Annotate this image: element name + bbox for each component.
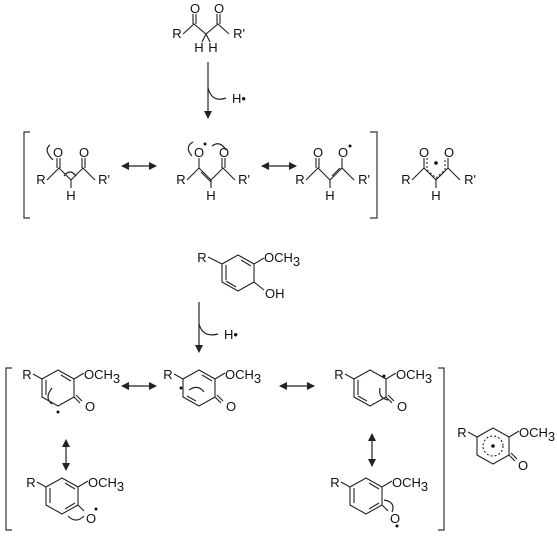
hydroxyl-label: OH: [265, 286, 285, 301]
h-abstraction-arrow: H•: [195, 302, 238, 353]
phenoxy-resonance-5: R OCH3 O: [330, 475, 428, 528]
oxygen-label: O: [397, 399, 407, 414]
oxygen-label: O: [85, 399, 95, 414]
methoxy-label: OCH3: [519, 425, 555, 444]
diketone-resonance-1: O O R R' H: [36, 144, 110, 203]
hydrogen-label: H: [206, 188, 215, 203]
left-bracket: [5, 367, 12, 531]
hydrogen-label: H: [66, 188, 75, 203]
phenoxy-resonance-hybrid: R OCH3 O: [457, 425, 555, 473]
oxygen-label: O: [194, 145, 204, 160]
methoxy-label: OCH3: [225, 367, 261, 386]
oxygen-label: O: [444, 145, 454, 160]
r-group-label: R: [457, 425, 466, 440]
hydrogen-label: H: [208, 40, 217, 55]
oxygen-label: O: [219, 145, 229, 160]
oxygen-label: O: [53, 145, 63, 160]
hydrogen-label: H: [325, 188, 334, 203]
oxygen-label: O: [313, 145, 323, 160]
h-radical-label: H•: [224, 327, 238, 342]
diketone-molecule: O O R R' H H: [172, 1, 245, 55]
r-prime-group-label: R': [464, 172, 476, 187]
r-prime-group-label: R': [233, 26, 245, 41]
right-bracket: [438, 367, 445, 531]
oxygen-label: O: [419, 145, 429, 160]
oxygen-label: O: [390, 511, 400, 526]
phenoxy-resonance-2: R OCH3 O: [163, 367, 261, 414]
diketone-resonance-2: O O R R' H: [176, 141, 250, 203]
hydrogen-label: H: [431, 188, 440, 203]
oxygen-label: O: [86, 511, 96, 526]
r-group-label: R: [26, 475, 35, 490]
h-radical-label: H•: [232, 91, 246, 106]
r-group-label: R: [176, 172, 185, 187]
oxygen-label: O: [518, 458, 528, 473]
right-bracket: [370, 131, 378, 219]
methoxy-label: OCH3: [392, 475, 428, 494]
hydrogen-label: H: [194, 40, 203, 55]
carbonyl-oxygen-label: O: [190, 1, 200, 16]
r-group-label: R: [330, 475, 339, 490]
methoxy-label: OCH3: [396, 367, 432, 386]
carbonyl-oxygen-label: O: [214, 1, 224, 16]
r-group-label: R: [295, 172, 304, 187]
diketone-resonance-hybrid: O O R R' H: [401, 145, 476, 203]
r-group-label: R: [172, 26, 181, 41]
left-bracket: [23, 131, 30, 219]
r-group-label: R: [334, 367, 343, 382]
oxygen-label: O: [226, 399, 236, 414]
methoxy-label: OCH3: [88, 475, 124, 494]
r-group-label: R: [22, 367, 31, 382]
phenol-molecule: R OCH3 OH: [197, 250, 300, 301]
oxygen-label: O: [79, 145, 89, 160]
methoxy-label: OCH3: [264, 250, 300, 269]
r-prime-group-label: R': [358, 172, 370, 187]
r-group-label: R: [197, 250, 206, 265]
phenoxy-resonance-1: R OCH3 O: [22, 367, 120, 414]
r-group-label: R: [36, 172, 45, 187]
oxygen-label: O: [338, 145, 348, 160]
r-group-label: R: [163, 367, 172, 382]
r-prime-group-label: R': [98, 172, 110, 187]
phenoxy-resonance-4: R OCH3 O: [26, 475, 124, 526]
r-prime-group-label: R': [238, 172, 250, 187]
phenoxy-resonance-3: R OCH3 O: [334, 367, 432, 414]
methoxy-label: OCH3: [84, 367, 120, 386]
r-group-label: R: [401, 172, 410, 187]
diketone-resonance-3: O O R R' H: [295, 144, 370, 203]
h-abstraction-arrow: H•: [204, 62, 246, 119]
